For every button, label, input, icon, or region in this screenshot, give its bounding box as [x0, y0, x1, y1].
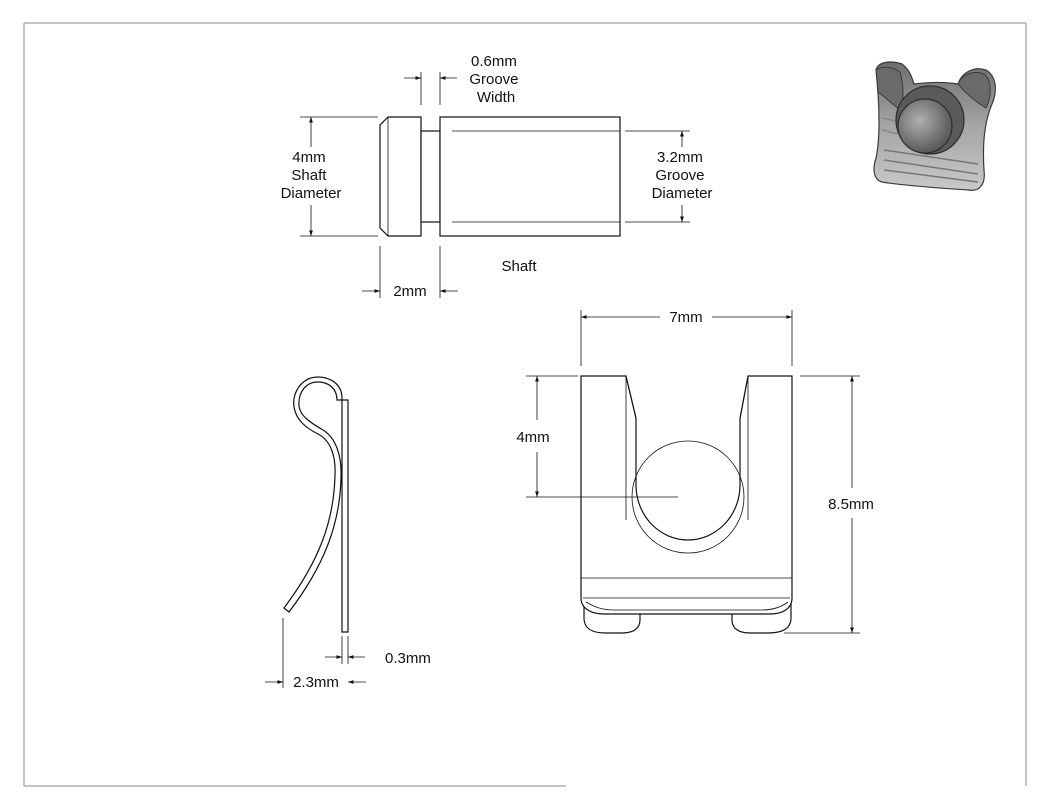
groove-width-line2: Groove — [469, 71, 518, 88]
clip-front-view: 7mm 4mm 8.5mm — [516, 309, 874, 634]
groove-diameter-line2: Groove — [655, 167, 704, 184]
clip-width-label: 7mm — [669, 309, 702, 326]
render-shaft-end — [897, 98, 953, 154]
shaft-head — [379, 116, 422, 237]
groove-diameter-line1: 3.2mm — [657, 149, 703, 166]
clip-slot — [625, 375, 749, 541]
groove-width-line1: 0.6mm — [471, 53, 517, 70]
clip-side-view: 0.3mm 2.3mm — [265, 376, 431, 691]
clip-height-label: 8.5mm — [828, 496, 874, 513]
clip-3d-render — [873, 61, 996, 191]
clip-side-profile — [283, 376, 349, 633]
slot-depth-label: 4mm — [516, 429, 549, 446]
groove-diameter-label: 3.2mm Groove Diameter — [652, 149, 713, 202]
shaft-body — [439, 116, 621, 237]
shaft-groove — [420, 130, 441, 223]
groove-diameter-line3: Diameter — [652, 185, 713, 202]
shaft-caption: Shaft — [501, 258, 537, 275]
groove-width-label: 0.6mm Groove Width — [469, 53, 522, 106]
head-length-label: 2mm — [393, 283, 426, 300]
shaft-diameter-line3: Diameter — [281, 185, 342, 202]
shaft-diameter-label: 4mm Shaft Diameter — [281, 149, 342, 202]
shaft-diameter-line2: Shaft — [291, 167, 327, 184]
groove-width-line3: Width — [477, 89, 515, 106]
side-depth-label: 2.3mm — [293, 674, 339, 691]
thickness-label: 0.3mm — [385, 650, 431, 667]
sheet-frame — [23, 22, 1027, 787]
shaft-diameter-line1: 4mm — [292, 149, 325, 166]
shaft-view: 0.6mm Groove Width 4mm Shaft Diameter 3.… — [281, 53, 713, 300]
